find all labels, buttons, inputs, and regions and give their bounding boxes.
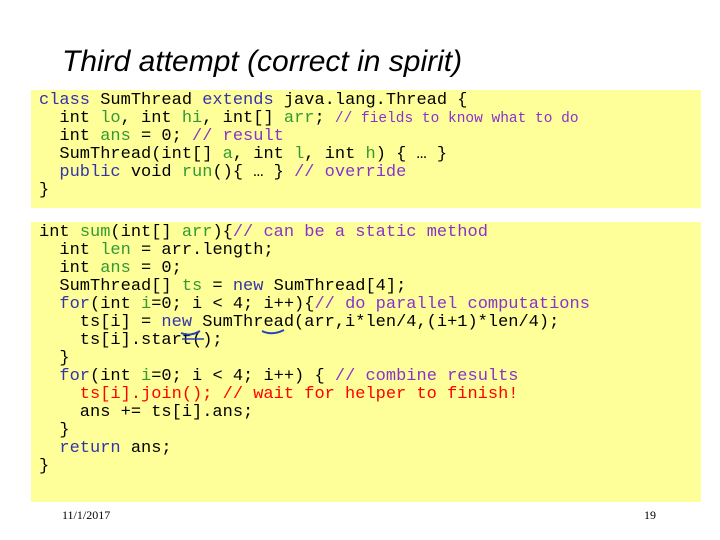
code-keyword: public [39, 163, 121, 182]
code-text: = 0; [130, 259, 182, 278]
code-line: return ans; [39, 440, 701, 458]
code-text: , int [120, 109, 182, 128]
code-keyword: extends [202, 91, 274, 110]
code-text: void [120, 163, 182, 182]
code-text: int [39, 241, 101, 260]
code-identifier: run [181, 163, 213, 182]
code-text: ; [314, 109, 335, 128]
code-line: for(int i=0; i < 4; i++){// do parallel … [39, 296, 701, 314]
code-identifier: arr [283, 109, 315, 128]
code-identifier: sum [79, 223, 111, 242]
code-text: = arr.length; [130, 241, 274, 260]
code-text: ans; [120, 439, 172, 458]
code-line: } [39, 182, 701, 200]
code-text: =0; i < 4; i++) { [151, 367, 335, 386]
code-identifier: ts [181, 277, 203, 296]
code-line: int ans = 0; // result [39, 128, 701, 146]
code-text: } [39, 181, 50, 200]
code-text: (int [90, 367, 142, 386]
code-comment: // combine results [334, 367, 519, 386]
code-line: int len = arr.length; [39, 242, 701, 260]
code-line: } [39, 350, 701, 368]
code-text: SumThread[] [39, 277, 182, 296]
code-text: java.lang.Thread { [273, 91, 468, 110]
code-keyword: class [39, 91, 91, 110]
code-identifier: i [141, 367, 152, 386]
code-text: SumThread(arr,i*len/4,(i+1)*len/4); [192, 313, 560, 332]
code-text: (int [90, 295, 142, 314]
code-identifier: arr [181, 223, 213, 242]
code-keyword: for [39, 295, 91, 314]
code-line: int sum(int[] arr){// can be a static me… [39, 224, 701, 242]
code-comment: // can be a static method [232, 223, 488, 242]
code-comment: // override [294, 163, 407, 182]
code-line: ts[i].start(); [39, 332, 701, 350]
code-text: int [39, 127, 101, 146]
code-line: ts[i].join(); // wait for helper to fini… [39, 386, 701, 404]
code-line: int lo, int hi, int[] arr; // fields to … [39, 110, 701, 128]
code-text: int [39, 259, 101, 278]
code-text: SumThread [90, 91, 203, 110]
slide-title: Third attempt (correct in spirit) [62, 45, 463, 78]
code-text: , int [304, 145, 366, 164]
code-text: ){ [212, 223, 233, 242]
footer-date: 11/1/2017 [62, 508, 111, 522]
code-line: } [39, 458, 701, 476]
code-text: (){ … } [212, 163, 295, 182]
code-text: int [39, 223, 80, 242]
code-text: ts[i].start(); [39, 331, 223, 350]
code-identifier: hi [181, 109, 203, 128]
code-line: class SumThread extends java.lang.Thread… [39, 92, 701, 110]
code-line: SumThread[] ts = new SumThread[4]; [39, 278, 701, 296]
code-comment: // do parallel computations [314, 295, 590, 314]
code-identifier: lo [100, 109, 121, 128]
code-identifier: len [100, 241, 131, 260]
code-identifier: a [222, 145, 233, 164]
sum-method-code-block: int sum(int[] arr){// can be a static me… [31, 222, 701, 502]
code-text: , int[] [202, 109, 284, 128]
code-highlight: ts[i].join(); // wait for helper to fini… [39, 385, 519, 404]
code-line: int ans = 0; [39, 260, 701, 278]
code-line: public void run(){ … } // override [39, 164, 701, 182]
code-text: ans += ts[i].ans; [39, 403, 254, 422]
code-text: ts[i] = [39, 313, 162, 332]
code-text: } [39, 349, 70, 368]
code-keyword: return [39, 439, 121, 458]
code-keyword: new [161, 313, 193, 332]
code-text: int [39, 109, 101, 128]
code-comment: // fields to know what to do [334, 111, 579, 127]
code-line: for(int i=0; i < 4; i++) { // combine re… [39, 368, 701, 386]
code-text: } [39, 421, 70, 440]
code-identifier: ans [100, 127, 131, 146]
code-text: SumThread[4]; [263, 277, 407, 296]
code-text: = 0; [130, 127, 193, 146]
code-identifier: l [294, 145, 305, 164]
code-line: } [39, 422, 701, 440]
code-comment: // result [192, 127, 284, 146]
code-text: ) { … } [375, 145, 448, 164]
code-text: =0; i < 4; i++){ [151, 295, 315, 314]
code-identifier: h [365, 145, 376, 164]
code-keyword: new [232, 277, 264, 296]
code-keyword: for [39, 367, 91, 386]
class-code-block: class SumThread extends java.lang.Thread… [31, 90, 701, 208]
code-text: (int[] [110, 223, 182, 242]
code-text: = [202, 277, 233, 296]
code-line: ts[i] = new SumThread(arr,i*len/4,(i+1)*… [39, 314, 701, 332]
page-number: 19 [644, 508, 656, 522]
code-text: , int [232, 145, 295, 164]
code-text: } [39, 457, 50, 476]
code-text: SumThread(int[] [39, 145, 223, 164]
code-line: ans += ts[i].ans; [39, 404, 701, 422]
code-identifier: ans [100, 259, 131, 278]
code-line: SumThread(int[] a, int l, int h) { … } [39, 146, 701, 164]
code-identifier: i [141, 295, 152, 314]
